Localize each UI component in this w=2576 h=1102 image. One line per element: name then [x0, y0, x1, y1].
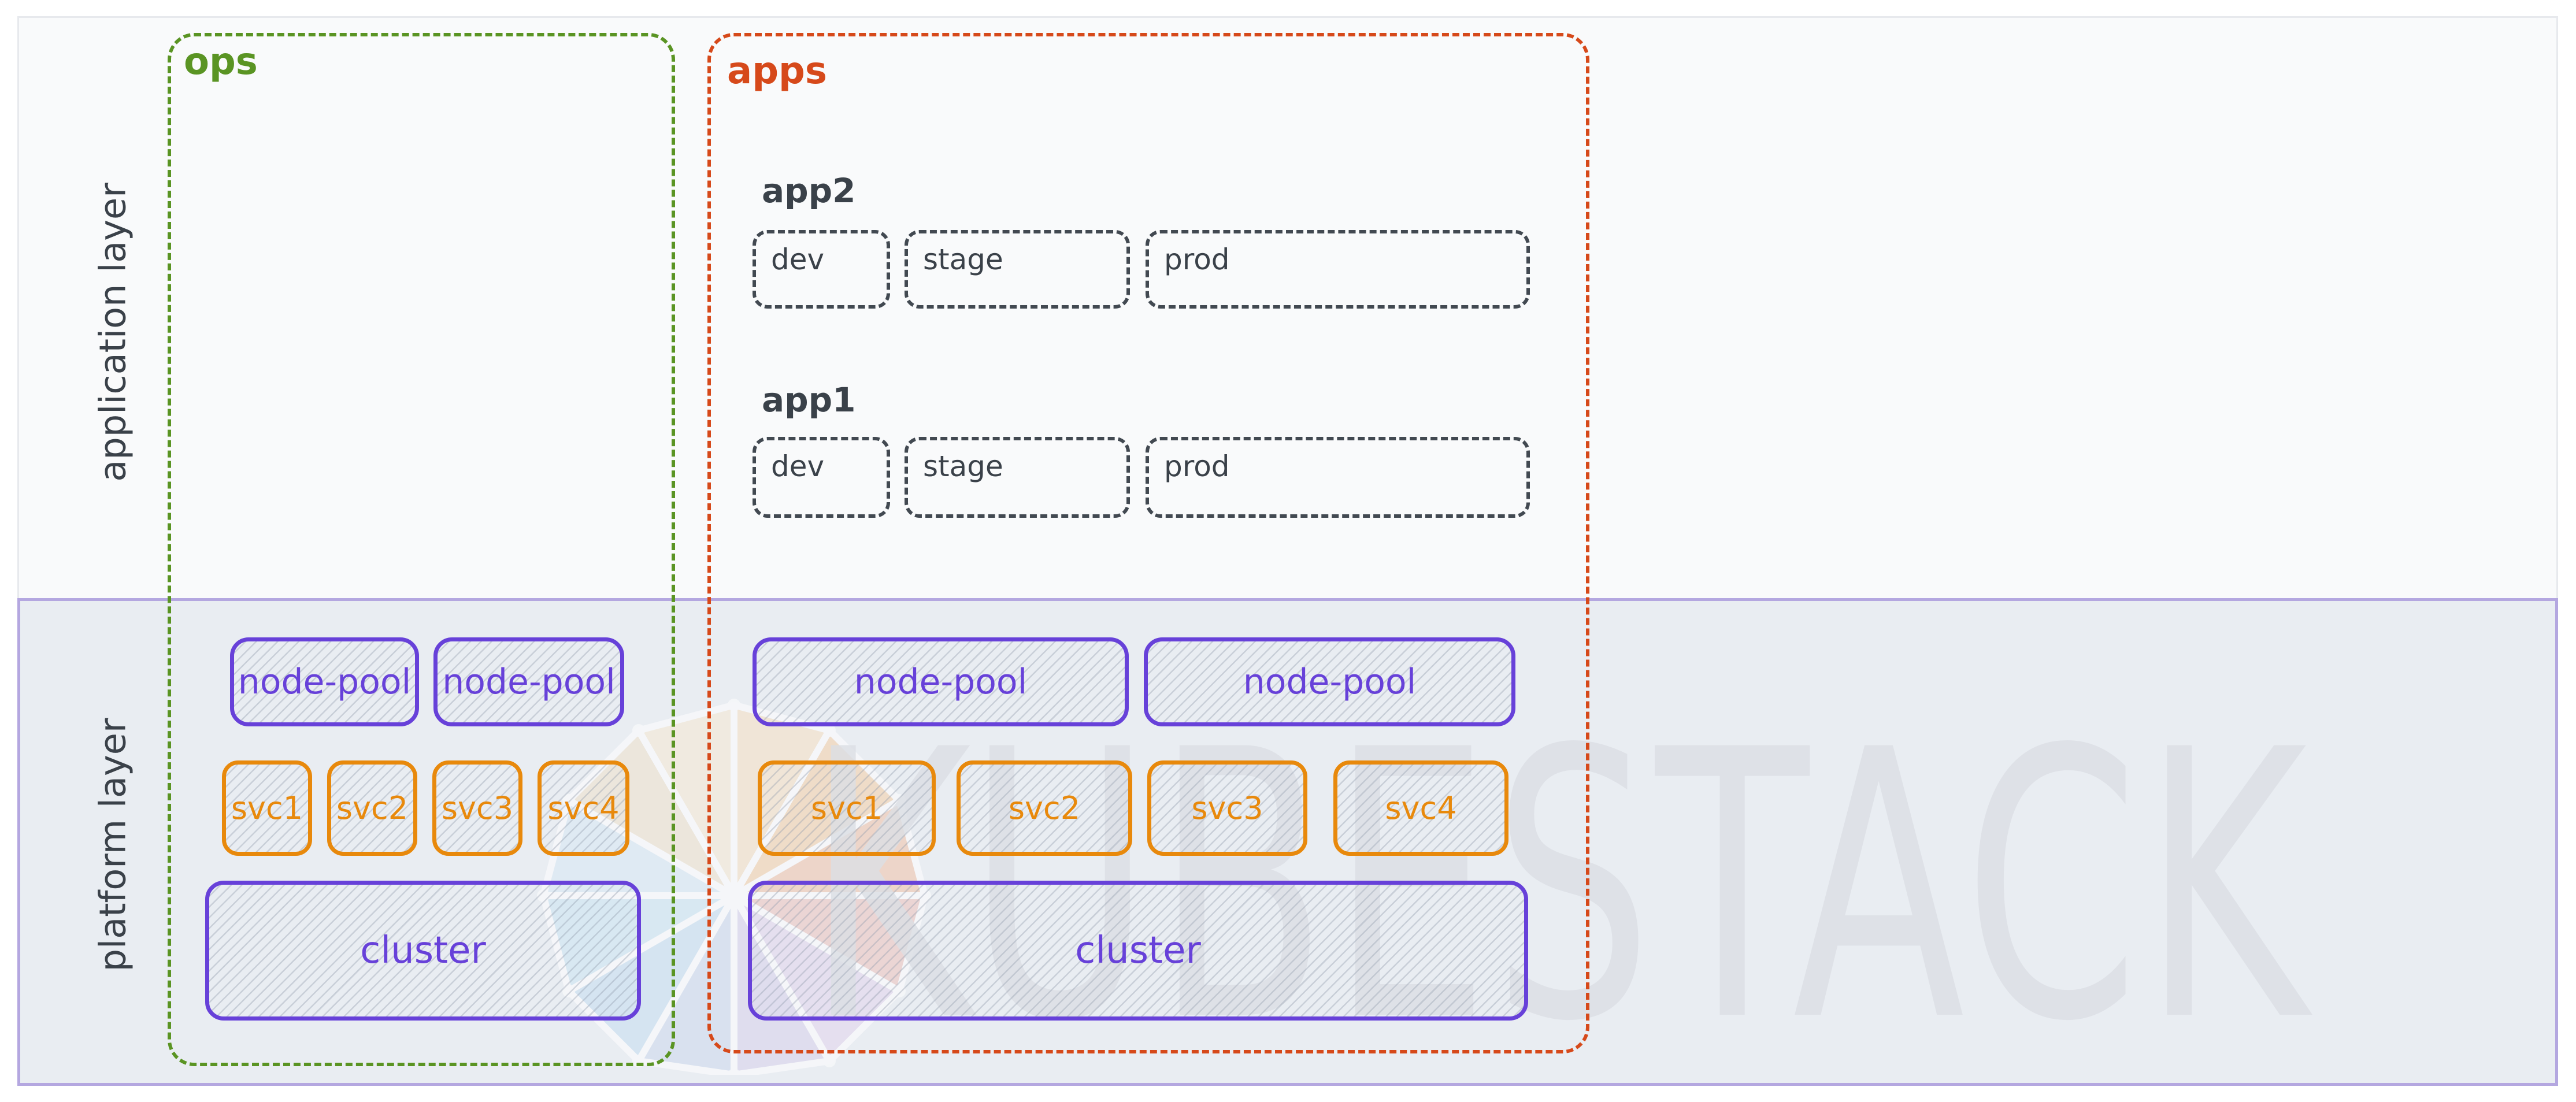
svc-label: svc3: [1191, 790, 1263, 826]
node-pool-label: node-pool: [1243, 662, 1417, 702]
env-label: dev: [771, 243, 825, 276]
apps-svc1: svc1: [758, 760, 936, 856]
apps-svc4: svc4: [1333, 760, 1508, 856]
cluster-label: cluster: [360, 929, 486, 972]
svc-label: svc2: [336, 790, 409, 826]
env-box-app1-stage: stage: [905, 437, 1130, 518]
ops-node-pool-1: node-pool: [230, 637, 419, 726]
env-box-app2-stage: stage: [905, 230, 1130, 309]
env-box-app1-dev: dev: [753, 437, 890, 518]
ops-svc2: svc2: [327, 760, 417, 856]
apps-group-label: apps: [727, 50, 827, 92]
apps-group-boundary: [707, 33, 1589, 1053]
svc-label: svc4: [1385, 790, 1457, 826]
node-pool-label: node-pool: [238, 662, 412, 702]
env-label: dev: [771, 450, 825, 483]
env-label: stage: [923, 450, 1003, 483]
svc-label: svc3: [441, 790, 514, 826]
ops-svc3: svc3: [432, 760, 522, 856]
env-label: stage: [923, 243, 1003, 276]
svc-label: svc2: [1008, 790, 1081, 826]
ops-svc4: svc4: [538, 760, 629, 856]
svc-label: svc4: [547, 790, 620, 826]
env-box-app2-dev: dev: [753, 230, 890, 309]
svc-label: svc1: [810, 790, 883, 826]
app-name-app1: app1: [762, 380, 856, 420]
env-box-app2-prod: prod: [1146, 230, 1530, 309]
ops-group-boundary: [168, 33, 675, 1066]
apps-cluster: cluster: [748, 881, 1528, 1021]
node-pool-label: node-pool: [854, 662, 1028, 702]
env-box-app1-prod: prod: [1146, 437, 1530, 518]
env-label: prod: [1164, 243, 1230, 276]
ops-cluster: cluster: [205, 881, 641, 1021]
ops-group-label: ops: [184, 40, 258, 83]
ops-node-pool-2: node-pool: [433, 637, 624, 726]
svc-label: svc1: [231, 790, 303, 826]
cluster-label: cluster: [1075, 929, 1201, 972]
kubestack-logo-watermark: [537, 699, 931, 1075]
apps-node-pool-2: node-pool: [1144, 637, 1515, 726]
apps-svc3: svc3: [1147, 760, 1307, 856]
env-label: prod: [1164, 450, 1230, 483]
apps-svc2: svc2: [957, 760, 1132, 856]
application-layer-label: application layer: [91, 183, 134, 482]
node-pool-label: node-pool: [442, 662, 616, 702]
platform-layer-label: platform layer: [91, 718, 134, 972]
app-name-app2: app2: [762, 171, 856, 210]
ops-svc1: svc1: [222, 760, 312, 856]
apps-node-pool-1: node-pool: [753, 637, 1129, 726]
